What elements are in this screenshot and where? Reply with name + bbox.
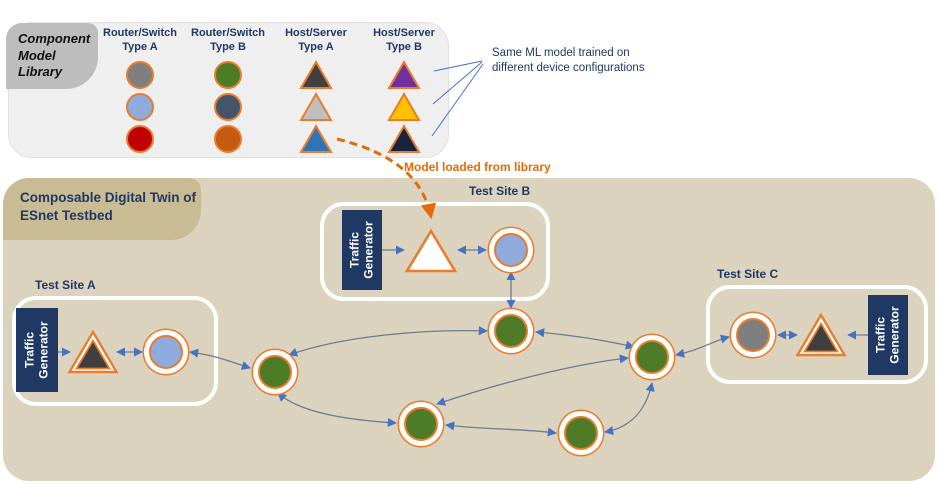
- library-shape-cell: [126, 91, 154, 123]
- site-c-switch-circle: [736, 318, 770, 352]
- same-ml-model-annotation: Same ML model trained on different devic…: [492, 47, 645, 75]
- library-shape-cell: [126, 59, 154, 91]
- traffic-generator-c-label: Traffic Generator: [873, 306, 902, 364]
- site-b-switch-circle: [494, 233, 528, 267]
- library-model-triangle: [387, 124, 421, 153]
- library-shape-cell: [214, 123, 242, 155]
- library-model-triangle: [387, 60, 421, 89]
- traffic-generator-c: Traffic Generator: [868, 295, 908, 375]
- test-site-c-box: [706, 285, 928, 384]
- core-node-left: [258, 355, 292, 389]
- core-node-right: [635, 340, 669, 374]
- library-shape-cell: [299, 59, 333, 91]
- library-model-circle: [214, 125, 242, 153]
- library-model-triangle: [299, 92, 333, 121]
- library-shape-cell: [387, 91, 421, 123]
- test-site-b-label: Test Site B: [469, 184, 531, 198]
- library-model-circle: [214, 61, 242, 89]
- library-shape-cell: [126, 123, 154, 155]
- library-model-triangle: [299, 60, 333, 89]
- core-node-bottom-left: [404, 407, 438, 441]
- traffic-generator-a: Traffic Generator: [16, 308, 58, 392]
- traffic-generator-b: Traffic Generator: [342, 210, 382, 290]
- library-shape-cell: [299, 123, 333, 155]
- core-node-top: [494, 314, 528, 348]
- digital-twin-title: Composable Digital Twin of ESnet Testbed: [3, 178, 201, 240]
- site-a-switch-circle: [149, 335, 183, 369]
- test-site-c-label: Test Site C: [717, 267, 779, 281]
- library-shape-cell: [387, 59, 421, 91]
- library-shape-cell: [387, 123, 421, 155]
- site-b-host-triangle-empty: [404, 228, 458, 273]
- model-loaded-label: Model loaded from library: [404, 160, 551, 174]
- library-model-circle: [126, 61, 154, 89]
- library-title: Component Model Library: [6, 23, 98, 89]
- site-a-host-triangle: [67, 329, 119, 374]
- site-c-host-triangle: [795, 312, 847, 357]
- library-model-circle: [126, 93, 154, 121]
- core-node-bottom-right: [564, 416, 598, 450]
- library-model-circle: [126, 125, 154, 153]
- library-shape-cell: [299, 91, 333, 123]
- library-model-triangle: [299, 124, 333, 153]
- library-model-circle: [214, 93, 242, 121]
- test-site-a-label: Test Site A: [35, 278, 96, 292]
- library-model-triangle: [387, 92, 421, 121]
- traffic-generator-a-label: Traffic Generator: [22, 321, 51, 379]
- library-shape-cell: [214, 91, 242, 123]
- traffic-generator-b-label: Traffic Generator: [347, 221, 376, 279]
- library-shape-cell: [214, 59, 242, 91]
